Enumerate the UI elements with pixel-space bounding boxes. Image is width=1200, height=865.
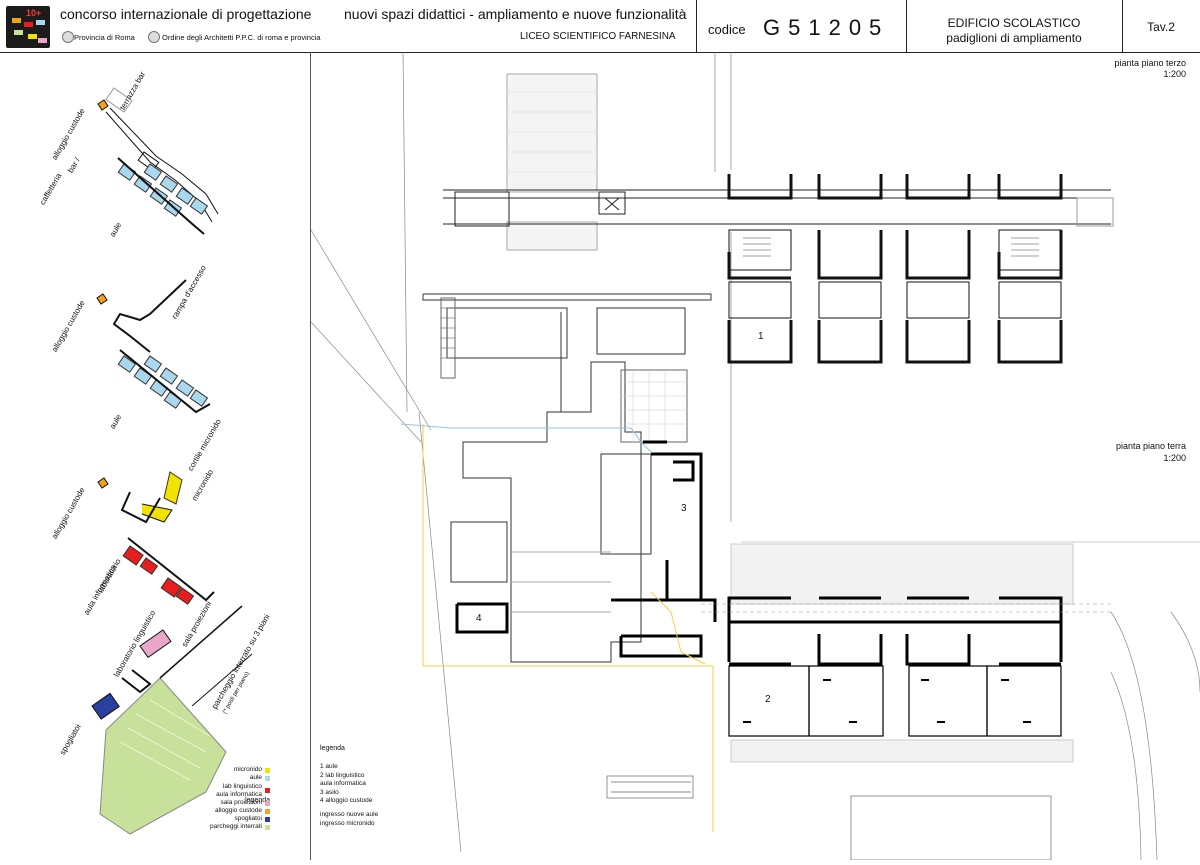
title-block: 10+ concorso internazionale di progettaz… [0,0,1200,53]
legend-plan-item: aula informatica [320,780,366,787]
legend-swatch-alloggio [265,809,270,814]
legend-swatch-sala [265,801,270,806]
code-label: codice [708,22,746,37]
site-lines [311,52,1200,860]
school-name: LICEO SCIENTIFICO FARNESINA [520,31,676,42]
existing-building [422,293,712,663]
axonometric-diagrams [91,87,253,835]
site-details [606,775,1052,860]
legend-left-title: legenda [245,797,270,804]
axonometric-panel: terrazza bar alloggio custode bar / caff… [0,52,311,860]
legend-item: parcheggi interrati [209,823,262,830]
legend-plan-title: legenda [320,745,345,752]
logo-text: 10+ [26,8,42,18]
legend-swatch-parcheggi [265,825,270,830]
provincia-seal-icon [62,31,74,43]
floor-plan [311,52,1200,860]
upper-plan [443,73,1114,251]
sheet-number: Tav.2 [1147,20,1175,34]
lower-pavilions [701,543,1111,763]
axo-diagram-second [96,279,211,414]
lower-plan-scale: 1:200 [1163,453,1186,463]
legend-swatch-aule [265,776,270,781]
legend-plan-item: 4 alloggio custode [320,797,373,804]
code-value: G51205 [763,15,890,40]
divider [906,0,907,52]
legend-item: aula informatica [216,791,262,798]
building-subtitle: padiglioni di ampliamento [946,31,1082,45]
axo-diagram-top [97,87,219,235]
building-title: EDIFICIO SCOLASTICO [947,16,1081,30]
legend-item: lab linguistico [222,783,262,790]
upper-plan-scale: 1:200 [1163,69,1186,79]
room-number-2: 2 [765,694,771,705]
upper-pavilions [727,174,1063,364]
legend-swatch-micronido [265,768,270,773]
divider [1122,0,1123,52]
legend-item: alloggio custode [215,807,262,814]
competition-logo: 10+ [6,6,50,48]
legend-swatch-informatica [265,788,270,793]
ordine-seal-icon [148,31,160,43]
axo-diagram-bottom [91,605,253,835]
access-paths [400,423,714,832]
axo-diagram-third [97,471,215,605]
legend-plan-item-blue: ingresso nuove aule [320,811,379,818]
org-provincia: Provincia di Roma [74,33,135,42]
legend-plan-item: 1 aule [320,763,338,770]
lower-plan-title: pianta piano terra [1115,441,1186,451]
legend-item: sala proiezioni [220,799,262,806]
org-ordine: Ordine degli Architetti P.P.C. di roma e… [162,33,321,42]
room-number-3: 3 [681,503,687,514]
legend-swatch-spogliatoi [265,817,270,822]
legend-item: aule [249,774,262,781]
room-number-4: 4 [476,613,482,624]
divider [696,0,697,52]
room-number-1: 1 [758,331,764,342]
legend-plan-item: 2 lab linguistico [320,772,365,779]
legend-item: spogliatoi [234,815,262,822]
competition-title: concorso internazionale di progettazione [60,6,312,22]
legend-plan-item: 3 asilo [320,789,339,796]
upper-plan-title: pianta piano terzo [1114,58,1186,68]
project-title: nuovi spazi didattici - ampliamento e nu… [344,6,687,22]
legend-item: micronido [233,766,262,773]
legend-plan-item-yellow: ingresso micronido [320,820,375,827]
new-additions [455,440,717,658]
